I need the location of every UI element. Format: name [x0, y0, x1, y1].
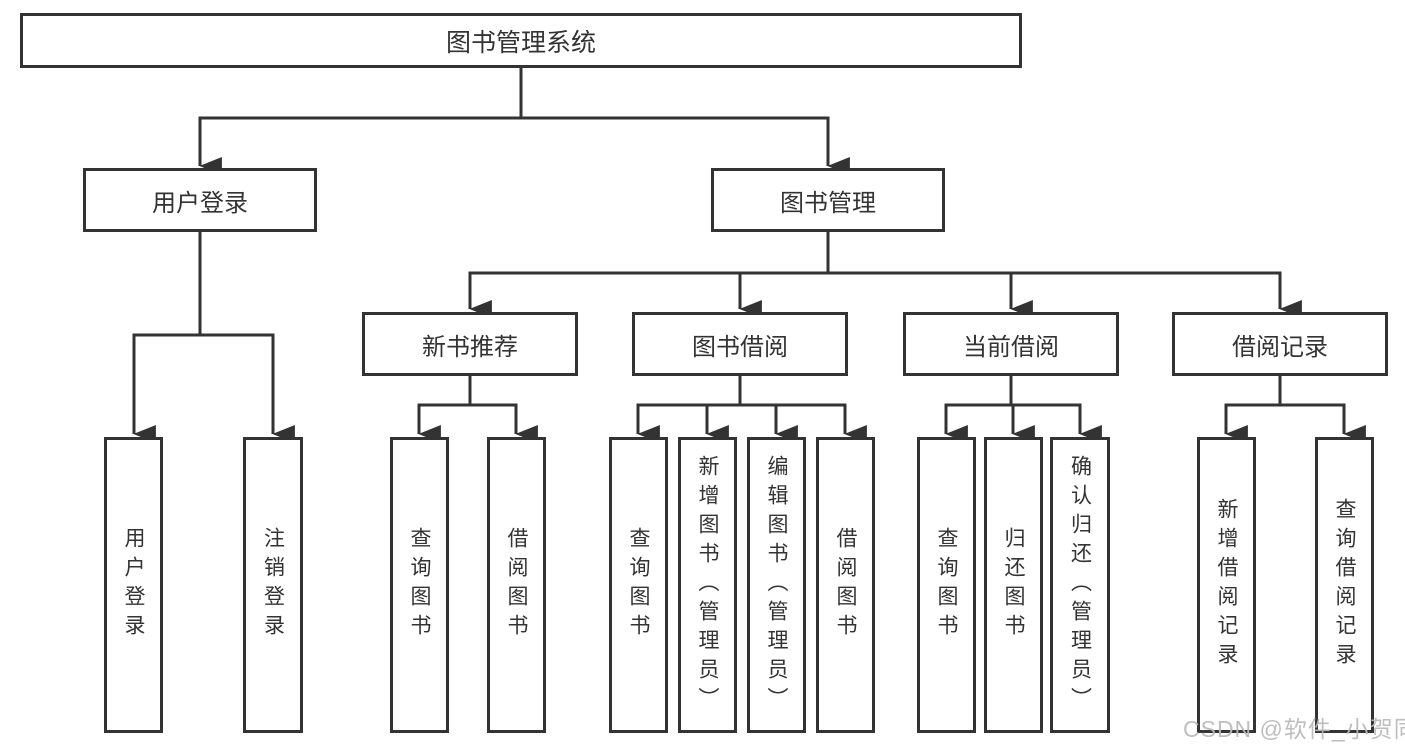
node-current-borrowing-label: 当前借阅	[963, 333, 1059, 361]
node-book-borrowing: 图书借阅	[632, 312, 848, 376]
leaf-query-books-borrow-label: 查询图书	[627, 527, 651, 643]
leaf-query-books-current: 查询图书	[917, 437, 976, 733]
node-new-book-recommend-label: 新书推荐	[422, 333, 518, 361]
node-new-book-recommend: 新书推荐	[362, 312, 578, 376]
leaf-borrow-books-label: 借阅图书	[834, 527, 858, 643]
leaf-borrow-books-recommend-label: 借阅图书	[505, 527, 529, 643]
leaf-add-books-admin-label: 新增图书（管理员）	[696, 454, 720, 716]
leaf-edit-books-admin: 编辑图书（管理员）	[747, 437, 806, 733]
leaf-query-books-current-label: 查询图书	[935, 527, 959, 643]
leaf-query-books-borrow: 查询图书	[609, 437, 668, 733]
leaf-add-books-admin: 新增图书（管理员）	[678, 437, 737, 733]
leaf-confirm-return-admin: 确认归还（管理员）	[1050, 437, 1110, 733]
leaf-add-borrow-record-label: 新增借阅记录	[1215, 498, 1239, 672]
node-current-borrowing: 当前借阅	[903, 312, 1119, 376]
leaf-logout-label: 注销登录	[261, 527, 285, 643]
leaf-edit-books-admin-label: 编辑图书（管理员）	[765, 454, 789, 716]
node-borrowing-records-label: 借阅记录	[1232, 333, 1328, 361]
leaf-query-borrow-record-label: 查询借阅记录	[1333, 498, 1357, 672]
leaf-return-books-label: 归还图书	[1002, 527, 1026, 643]
leaf-borrow-books: 借阅图书	[816, 437, 875, 733]
leaf-return-books: 归还图书	[984, 437, 1043, 733]
node-root: 图书管理系统	[20, 13, 1022, 68]
leaf-confirm-return-admin-label: 确认归还（管理员）	[1068, 454, 1092, 716]
leaf-user-login-label: 用户登录	[122, 527, 146, 643]
leaf-add-borrow-record: 新增借阅记录	[1197, 437, 1256, 733]
node-book-borrowing-label: 图书借阅	[692, 333, 788, 361]
leaf-query-books-recommend-label: 查询图书	[408, 527, 432, 643]
node-borrowing-records: 借阅记录	[1172, 312, 1388, 376]
leaf-query-borrow-record: 查询借阅记录	[1315, 437, 1374, 733]
node-root-label: 图书管理系统	[445, 28, 596, 57]
leaf-logout: 注销登录	[243, 437, 303, 733]
csdn-watermark: CSDN @软件_小贺同学	[1183, 716, 1405, 742]
node-user-login-label: 用户登录	[152, 189, 248, 217]
leaf-borrow-books-recommend: 借阅图书	[487, 437, 546, 733]
leaf-query-books-recommend: 查询图书	[390, 437, 449, 733]
node-user-login: 用户登录	[83, 168, 317, 232]
leaf-user-login: 用户登录	[104, 437, 163, 733]
node-book-management-label: 图书管理	[780, 189, 876, 217]
node-book-management: 图书管理	[711, 168, 945, 232]
